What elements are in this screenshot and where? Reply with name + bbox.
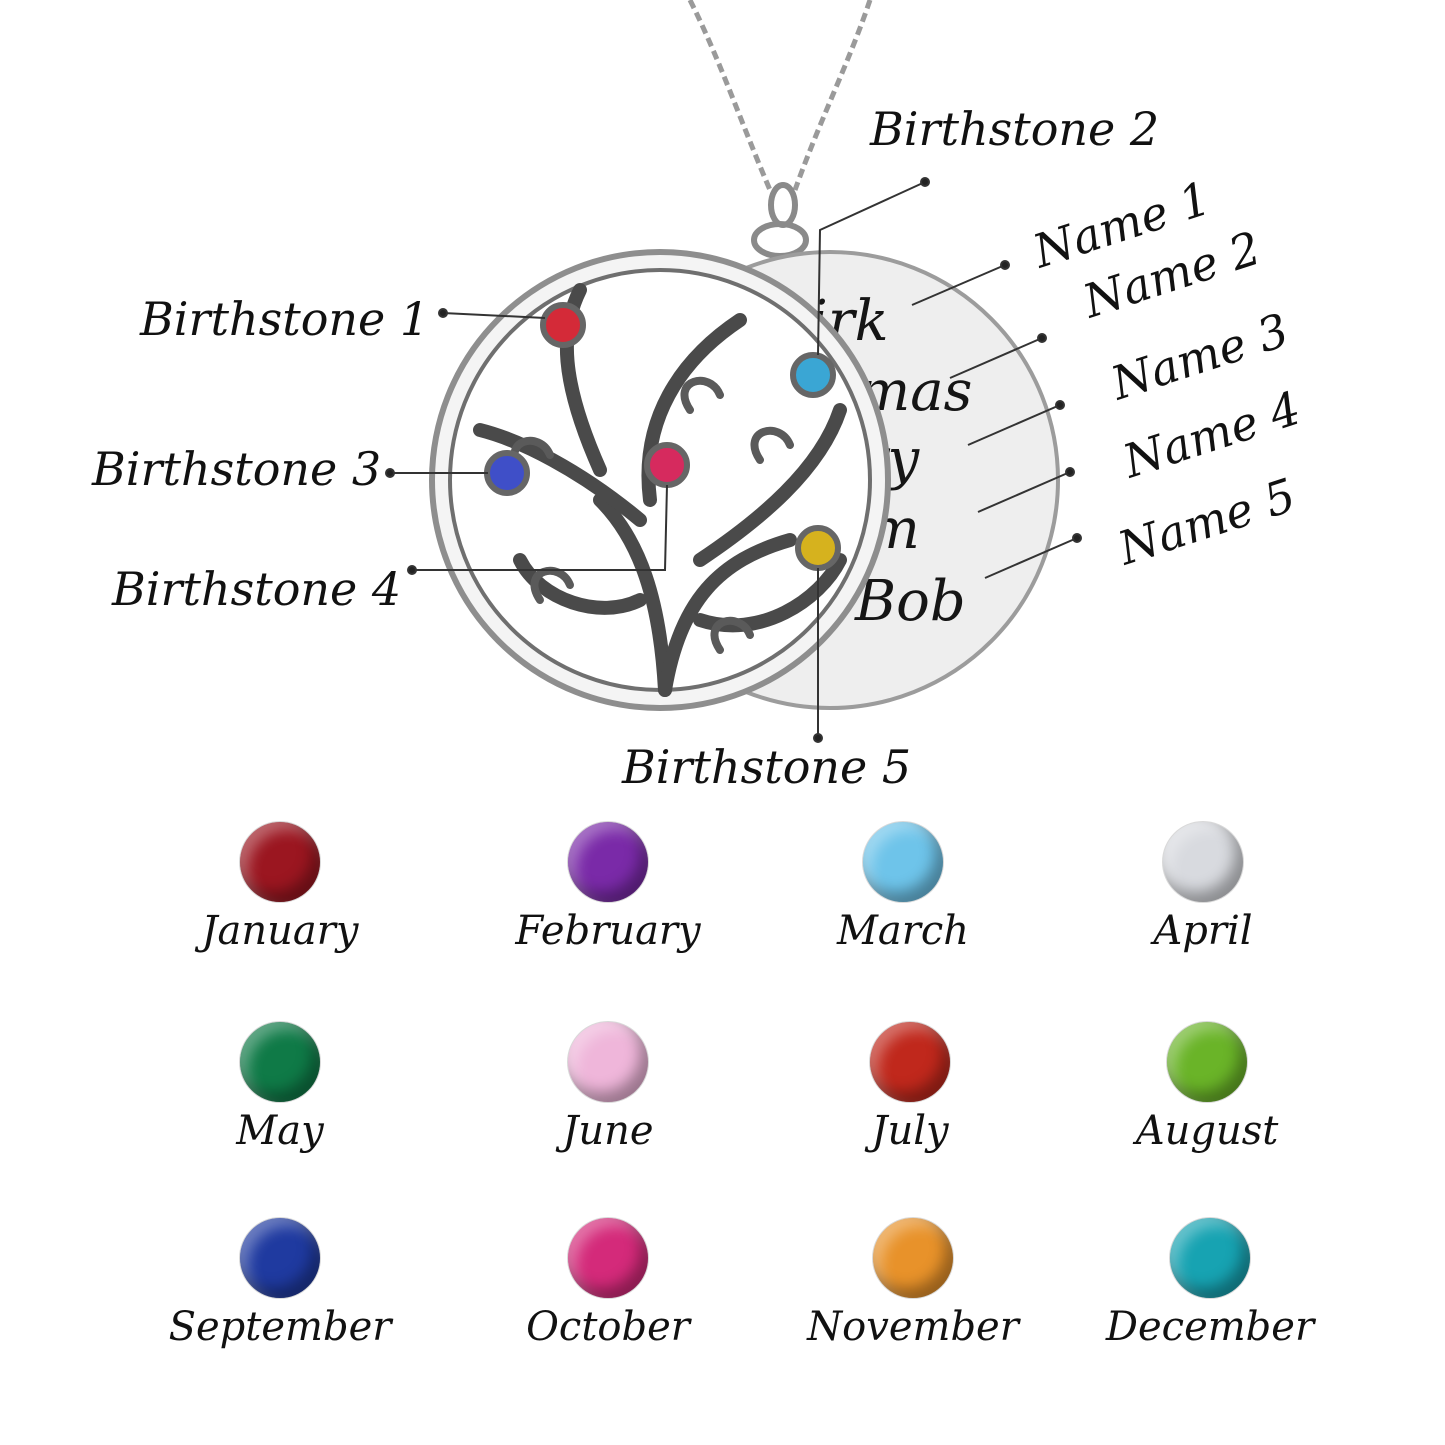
birthstone-april: April xyxy=(1053,822,1353,954)
birthstone-august: August xyxy=(1057,1022,1357,1154)
label-birthstone-1: Birthstone 1 xyxy=(139,292,429,346)
month-label: June xyxy=(562,1108,654,1154)
pendant-stone-2 xyxy=(790,352,836,398)
gem-icon xyxy=(1170,1218,1250,1298)
gem-icon xyxy=(240,1218,320,1298)
birthstone-june: June xyxy=(458,1022,758,1154)
pendant-stone-3 xyxy=(484,450,530,496)
pendant-stones xyxy=(484,302,841,571)
label-birthstone-3: Birthstone 3 xyxy=(91,442,381,496)
gem-icon xyxy=(568,1218,648,1298)
birthstone-chart: January February March April May June Ju… xyxy=(0,800,1445,1400)
gem-icon xyxy=(1167,1022,1247,1102)
birthstone-may: May xyxy=(130,1022,430,1154)
label-birthstone-5: Birthstone 5 xyxy=(621,740,911,794)
month-label: February xyxy=(515,908,701,954)
chain xyxy=(687,0,873,191)
pendant-stone-1 xyxy=(540,302,586,348)
pendant-stone-5 xyxy=(795,525,841,571)
birthstone-march: March xyxy=(753,822,1053,954)
gem-icon xyxy=(1163,822,1243,902)
label-birthstone-2: Birthstone 2 xyxy=(869,102,1159,156)
month-label: September xyxy=(168,1304,392,1350)
birthstone-february: February xyxy=(458,822,758,954)
label-birthstone-4: Birthstone 4 xyxy=(111,562,401,616)
engraved-name-5: Bob xyxy=(854,569,966,634)
birthstone-july: July xyxy=(760,1022,1060,1154)
gem-icon xyxy=(240,1022,320,1102)
gem-icon xyxy=(863,822,943,902)
gem-icon xyxy=(873,1218,953,1298)
pendant-stone-4 xyxy=(644,442,690,488)
birthstone-november: November xyxy=(763,1218,1063,1350)
month-label: May xyxy=(236,1108,324,1154)
gem-icon xyxy=(568,1022,648,1102)
month-label: December xyxy=(1105,1304,1315,1350)
month-label: November xyxy=(807,1304,1019,1350)
gem-icon xyxy=(870,1022,950,1102)
birthstone-september: September xyxy=(130,1218,430,1350)
month-label: August xyxy=(1135,1108,1279,1154)
leader-lines xyxy=(385,177,1082,743)
month-label: March xyxy=(836,908,970,954)
birthstone-january: January xyxy=(130,822,430,954)
birthstone-october: October xyxy=(458,1218,758,1350)
gem-icon xyxy=(240,822,320,902)
month-label: April xyxy=(1153,908,1253,954)
chain-clasp xyxy=(751,182,809,259)
month-label: January xyxy=(201,908,359,954)
month-label: July xyxy=(871,1108,949,1154)
month-label: October xyxy=(526,1304,690,1350)
birthstone-december: December xyxy=(1060,1218,1360,1350)
gem-icon xyxy=(568,822,648,902)
